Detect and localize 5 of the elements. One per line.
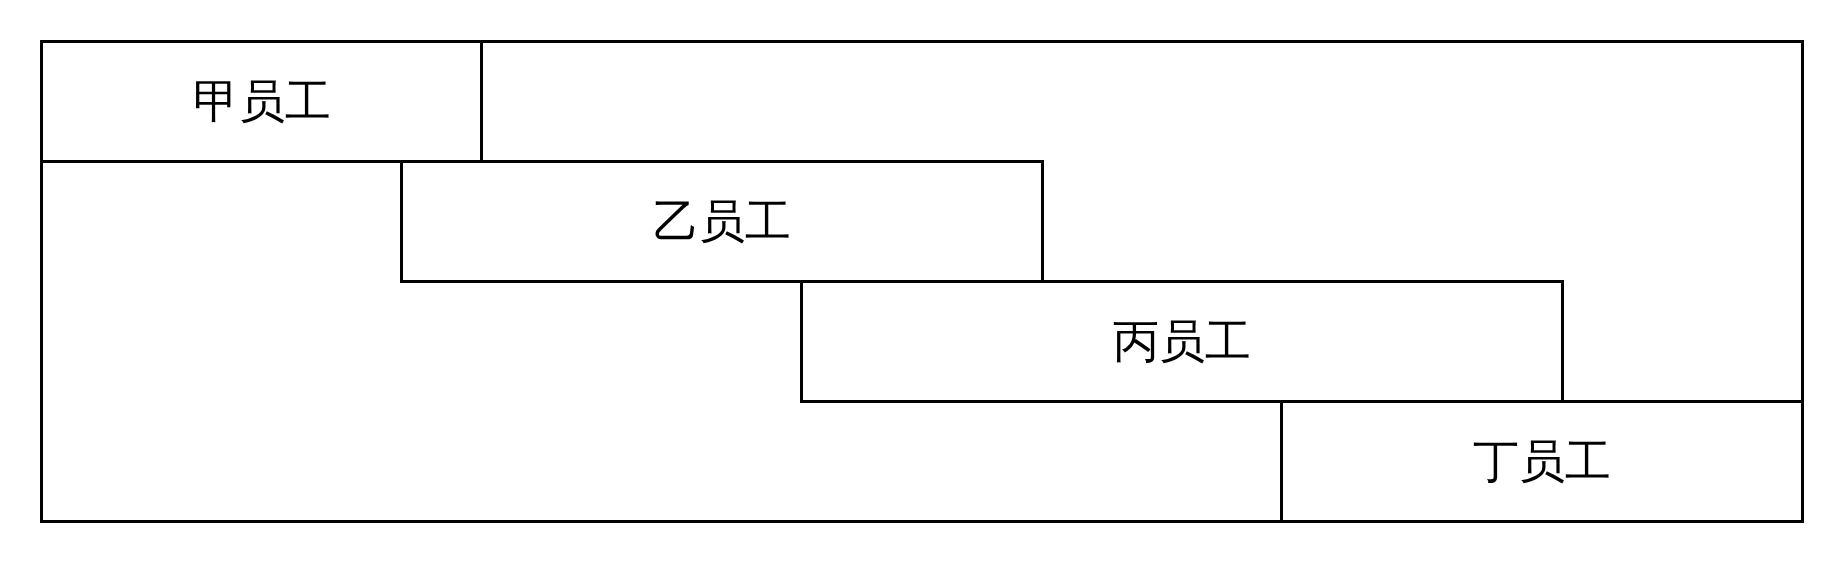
outer-frame — [40, 40, 1804, 523]
task-bar: 丁员工 — [1280, 400, 1804, 523]
task-bar: 乙员工 — [400, 160, 1044, 283]
task-bar: 丙员工 — [800, 280, 1564, 403]
task-bar: 甲员工 — [40, 40, 483, 163]
